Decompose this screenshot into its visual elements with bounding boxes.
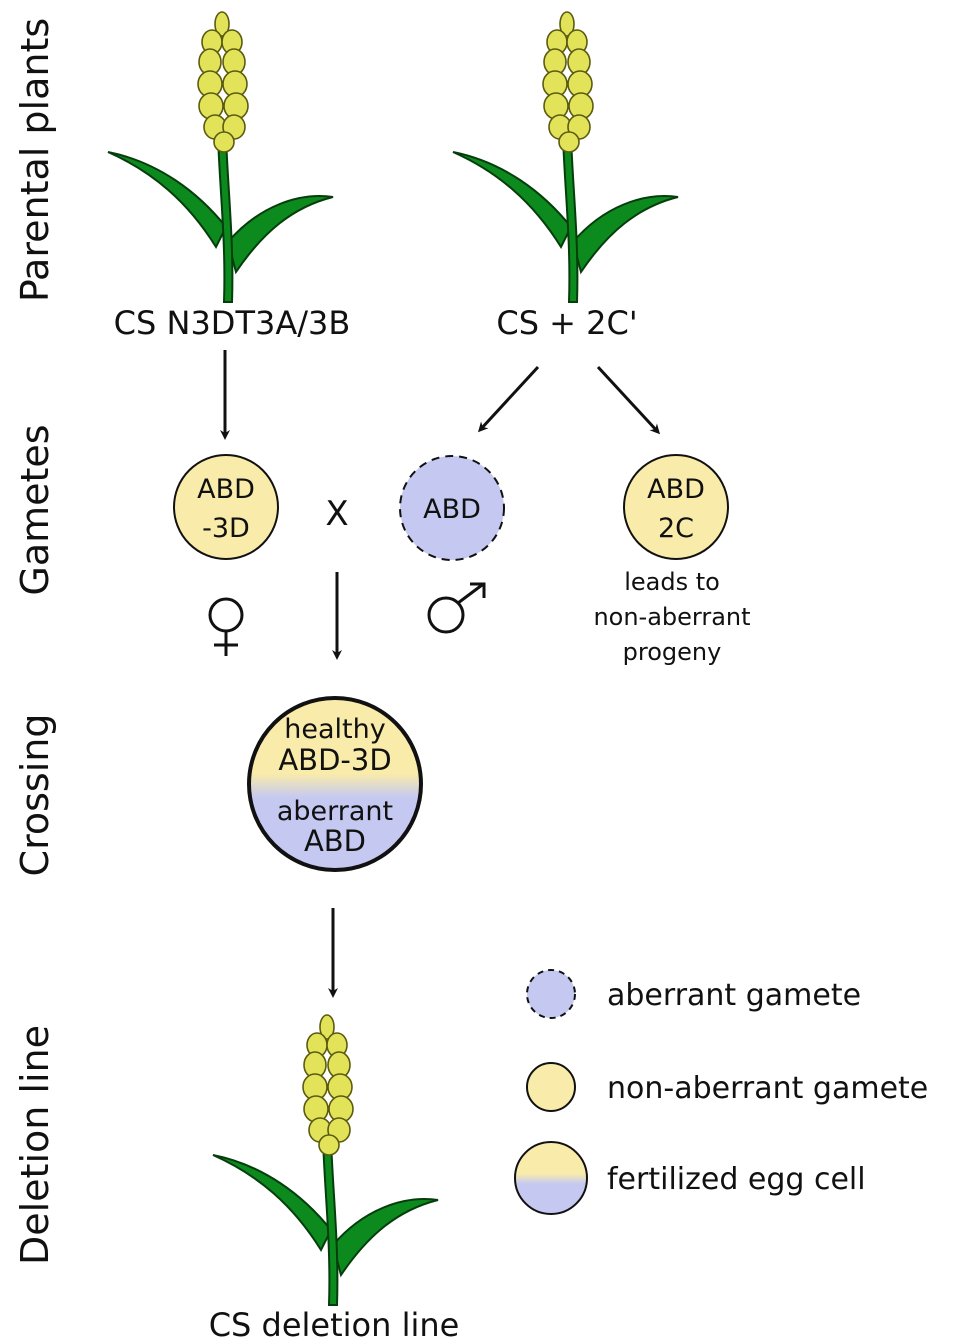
legend: aberrant gamete non-aberrant gamete fert… bbox=[514, 969, 928, 1215]
legend-label-non-aberrant: non-aberrant gamete bbox=[607, 1071, 928, 1106]
aberrant-gamete: ABD bbox=[399, 455, 505, 561]
stage-label-deletion-line: Deletion line bbox=[13, 1025, 57, 1265]
legend-swatch-non-aberrant bbox=[526, 1062, 576, 1112]
wheat-plant-icon-deletion-line bbox=[212, 1014, 439, 1306]
fertilized-egg-cell: healthy ABD-3D aberrant ABD bbox=[247, 696, 423, 872]
female-gamete-line1: ABD bbox=[197, 474, 255, 505]
egg-top-line2: ABD-3D bbox=[278, 743, 391, 777]
stage-label-gametes: Gametes bbox=[13, 424, 57, 595]
plant-label-left: CS N3DT3A/3B bbox=[114, 304, 351, 342]
plant-label-deletion-line: CS deletion line bbox=[209, 1306, 460, 1344]
female-gamete-line2: -3D bbox=[202, 513, 250, 544]
female-symbol-icon bbox=[208, 597, 244, 656]
female-gamete: ABD -3D bbox=[173, 454, 279, 560]
non-aberrant-note-line1: leads to bbox=[624, 568, 720, 596]
legend-swatch-fertilized bbox=[514, 1141, 588, 1215]
legend-swatch-aberrant bbox=[526, 969, 576, 1019]
egg-bottom-line2: ABD bbox=[304, 824, 366, 858]
non-aberrant-gamete-line1: ABD bbox=[647, 474, 705, 505]
wheat-plant-icon-right bbox=[452, 11, 679, 303]
aberrant-gamete-label: ABD bbox=[423, 494, 481, 525]
non-aberrant-gamete: ABD 2C bbox=[623, 454, 729, 560]
egg-bottom-line1: aberrant bbox=[277, 796, 393, 827]
stage-label-crossing: Crossing bbox=[13, 714, 57, 877]
legend-label-aberrant: aberrant gamete bbox=[607, 978, 861, 1013]
male-symbol-icon bbox=[427, 582, 486, 634]
egg-top-line1: healthy bbox=[284, 714, 385, 745]
arrow-right-to-normal-gamete bbox=[596, 365, 661, 435]
legend-label-fertilized: fertilized egg cell bbox=[607, 1162, 866, 1197]
wheat-plant-icon-left bbox=[107, 11, 334, 303]
non-aberrant-note-line3: progeny bbox=[623, 638, 722, 666]
stage-label-parental-plants: Parental plants bbox=[13, 18, 57, 302]
non-aberrant-gamete-line2: 2C bbox=[658, 513, 694, 544]
arrow-right-to-aberrant-gamete bbox=[477, 365, 540, 433]
plant-label-right: CS + 2C' bbox=[496, 304, 637, 342]
cross-symbol: X bbox=[325, 494, 348, 534]
non-aberrant-note-line2: non-aberrant bbox=[593, 603, 750, 631]
